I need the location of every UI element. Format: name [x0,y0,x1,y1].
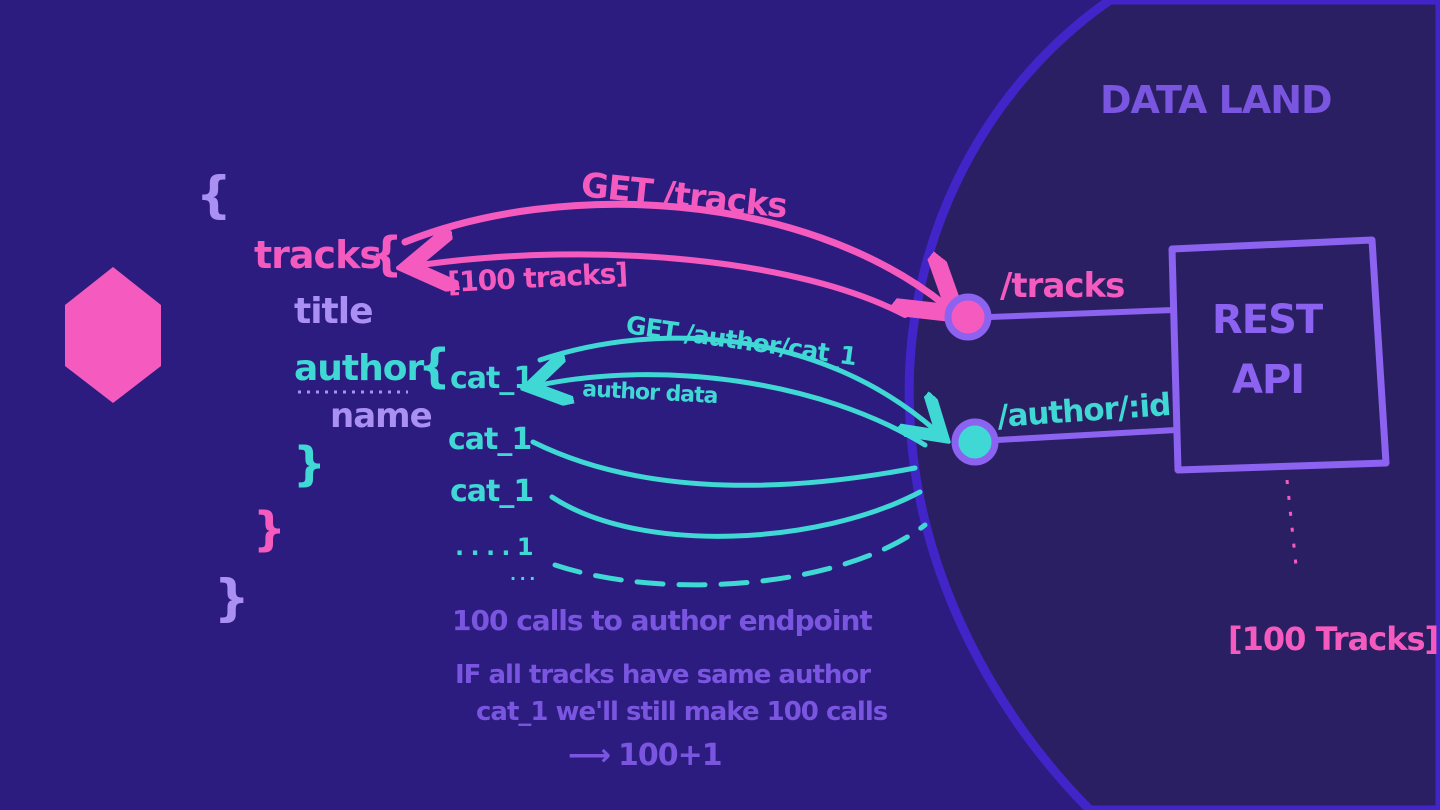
call-line-second [530,439,918,488]
data-land-title: DATA LAND [1100,78,1332,122]
api-response-label: [100 Tracks] [1228,620,1438,658]
tracks-endpoint-connector [987,307,1177,320]
note-calls-to-endpoint: 100 calls to author endpoint [452,604,872,637]
call-cat-1-second: cat_1 [448,422,531,457]
note-result: 100+1 [618,738,722,773]
rest-api-box [1168,236,1390,474]
call-ellipsis: . . . . 1 [455,533,533,561]
author-response-label: author data [582,377,719,409]
tracks-endpoint-label: /tracks [1000,266,1124,306]
client-hexagon [65,267,161,403]
query-name-field: name [330,396,432,436]
query-tracks-label: tracks [254,233,381,277]
author-endpoint-node [951,418,999,466]
note-same-author: IF all tracks have same author [455,660,871,690]
get-tracks-arrow [401,200,945,305]
call-trailing-dots: . . . [510,565,534,584]
query-open-brace: { [196,166,231,224]
query-close-brace: } [214,569,249,627]
tracks-response-label: [100 tracks] [447,257,628,299]
query-title-field: title [294,291,373,332]
call-line-third [549,489,923,539]
call-cat-1-first: cat_1 [450,361,533,396]
query-author-close-brace: } [293,437,325,491]
get-author-arrow [537,335,935,430]
query-author-field: author [294,348,424,389]
note-arrow: ⟶ [568,738,610,773]
query-author-brace: { [418,339,450,393]
query-tracks-close-brace: } [253,502,285,556]
author-response-arrow [540,375,928,448]
call-line-dashed [552,522,928,588]
rest-api-label-line1: REST [1212,297,1324,343]
tracks-response-arrow [420,254,908,318]
note-still-100-calls: cat_1 we'll still make 100 calls [476,697,888,727]
author-endpoint-connector [994,427,1179,443]
call-cat-1-third: cat_1 [450,474,533,509]
tracks-endpoint-node [944,293,992,341]
rest-api-label-line2: API [1232,357,1304,403]
query-tracks-brace: { [370,227,402,281]
